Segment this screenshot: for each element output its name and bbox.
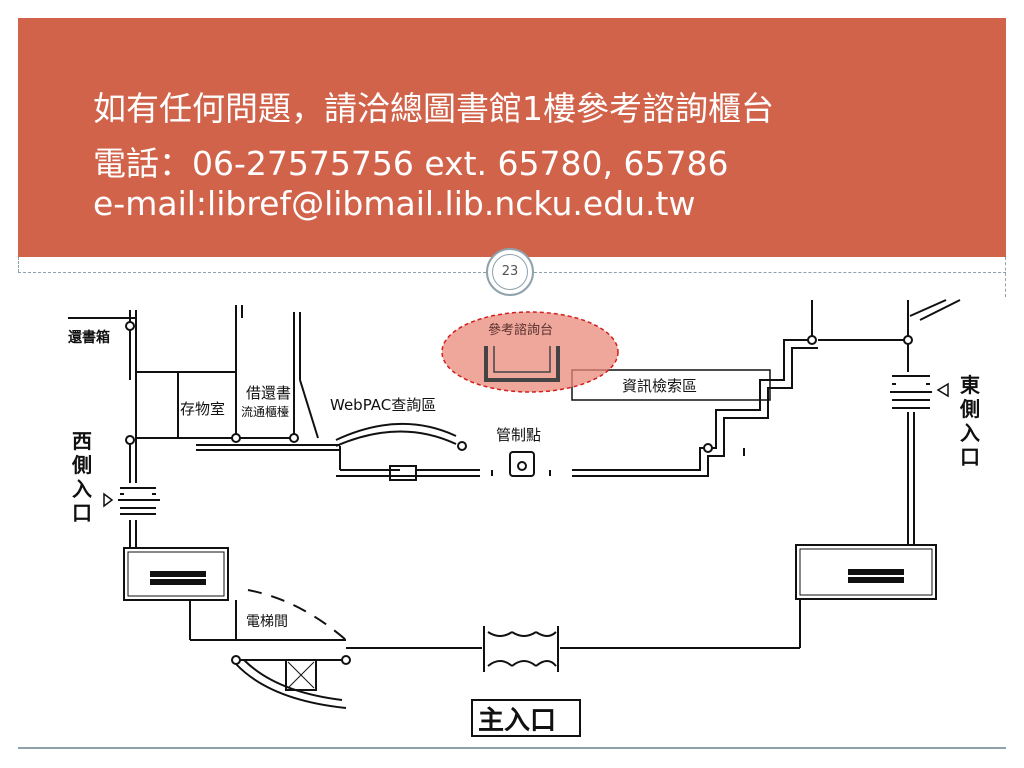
label-circulation-2: 流通櫃檯 (241, 405, 289, 419)
divider-edge-left (18, 257, 19, 272)
east-entrance-char-1: 東 (960, 373, 980, 397)
west-entrance-char-4: 口 (72, 501, 92, 525)
label-main-entrance: 主入口 (478, 706, 556, 736)
title-banner (18, 18, 1006, 257)
storage-rooms (136, 305, 340, 451)
webpac-counter (335, 423, 480, 481)
divider-left (18, 272, 486, 273)
west-door (103, 487, 160, 515)
elevator-block (190, 589, 351, 709)
west-stairs (123, 547, 237, 640)
divider-edge-right (1005, 257, 1006, 297)
footer-rule (18, 747, 1006, 749)
wall-nodes (125, 321, 467, 451)
control-point (491, 451, 551, 477)
east-door (890, 375, 949, 409)
contact-email: e-mail:libref@libmail.lib.ncku.edu.tw (93, 184, 696, 223)
reference-desk-shape (484, 346, 560, 382)
label-info-search: 資訊檢索區 (622, 377, 697, 395)
contact-heading: 如有任何問題，請洽總圖書館1樓參考諮詢櫃台 (93, 89, 774, 128)
page-number: 23 (492, 254, 528, 290)
east-wall (703, 299, 961, 545)
main-entrance-door (346, 626, 800, 672)
east-entrance-char-2: 側 (959, 397, 980, 421)
label-circulation-1: 借還書 (246, 384, 291, 402)
label-return-box: 還書箱 (68, 329, 110, 346)
label-elevator: 電梯間 (246, 614, 288, 630)
west-entrance-char-3: 入 (72, 477, 92, 501)
label-webpac: WebPAC查詢區 (330, 396, 436, 414)
label-reference-desk: 參考諮詢台 (488, 322, 553, 338)
west-entrance-char-2: 側 (71, 453, 92, 477)
east-stairs (795, 544, 937, 648)
label-control-point: 管制點 (496, 426, 541, 444)
page-number-badge: 23 (486, 248, 534, 296)
main-entrance-label-box (471, 699, 581, 737)
contact-phone: 電話：06-27575756 ext. 65780, 65786 (93, 144, 729, 183)
divider-right (534, 272, 1006, 273)
label-storage: 存物室 (180, 400, 225, 418)
east-entrance-char-3: 入 (960, 421, 980, 445)
west-entrance-char-1: 西 (72, 429, 92, 453)
east-entrance-char-4: 口 (960, 445, 980, 469)
